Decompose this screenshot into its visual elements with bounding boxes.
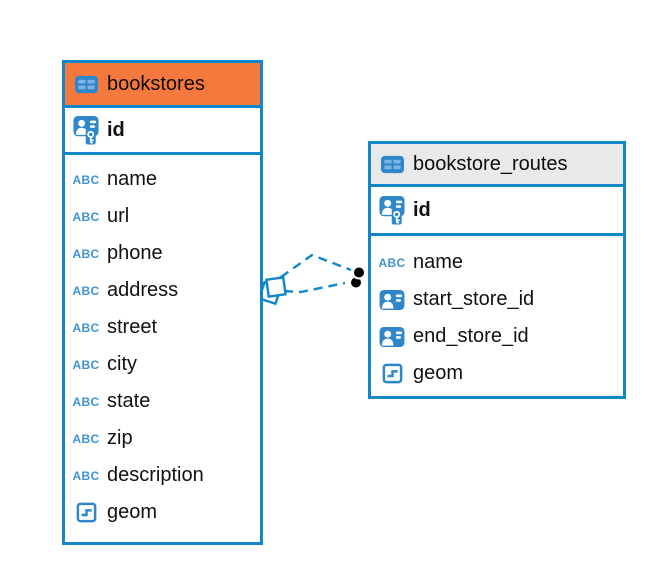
column-name: id [107, 118, 125, 141]
column-list: ABC name start_store_id end_store_id ge [371, 236, 623, 396]
text-type-icon: ABC [72, 394, 100, 409]
column-name: id [413, 198, 431, 221]
column-row-address[interactable]: ABC address [65, 272, 260, 309]
column-name: address [107, 279, 179, 301]
column-row-end-store-id[interactable]: end_store_id [371, 318, 623, 355]
column-name: geom [413, 362, 464, 384]
table-title: bookstore_routes [413, 152, 568, 175]
column-row-id[interactable]: id [65, 108, 260, 155]
text-type-icon: ABC [72, 246, 100, 261]
column-name: geom [107, 501, 158, 523]
relationship-line-lower[interactable] [283, 281, 346, 294]
column-row-geom[interactable]: geom [371, 355, 623, 392]
column-name: name [107, 168, 158, 190]
table-bookstore-routes-header[interactable]: bookstore_routes [371, 144, 623, 187]
text-type-icon: ABC [72, 172, 100, 187]
person-reference-icon [377, 326, 407, 348]
column-name: end_store_id [413, 325, 529, 347]
column-row-zip[interactable]: ABC zip [65, 420, 260, 457]
column-name: phone [107, 242, 163, 264]
column-name: zip [107, 427, 133, 449]
relationship-line-upper[interactable] [280, 253, 352, 278]
column-name: state [107, 390, 151, 412]
column-row-state[interactable]: ABC state [65, 383, 260, 420]
text-type-icon: ABC [72, 431, 100, 446]
table-title: bookstores [107, 72, 205, 95]
column-row-street[interactable]: ABC street [65, 309, 260, 346]
primary-key-icon [71, 115, 101, 145]
relationship-source-marker-front-square[interactable] [265, 276, 287, 298]
geometry-type-icon [71, 501, 101, 524]
column-name: description [107, 464, 204, 486]
column-row-start-store-id[interactable]: start_store_id [371, 281, 623, 318]
column-row-city[interactable]: ABC city [65, 346, 260, 383]
table-bookstores[interactable]: bookstores id ABC name ABC url ABC phone… [62, 60, 263, 545]
column-row-name[interactable]: ABC name [371, 244, 623, 281]
geometry-type-icon [377, 362, 407, 385]
column-list: ABC name ABC url ABC phone ABC address A… [65, 155, 260, 542]
table-bookstore-routes[interactable]: bookstore_routes id ABC name start_store… [368, 141, 626, 399]
column-row-phone[interactable]: ABC phone [65, 235, 260, 272]
text-type-icon: ABC [72, 320, 100, 335]
column-row-name[interactable]: ABC name [65, 161, 260, 198]
text-type-icon: ABC [378, 255, 406, 270]
table-icon [71, 73, 101, 96]
text-type-icon: ABC [72, 468, 100, 483]
column-row-description[interactable]: ABC description [65, 457, 260, 494]
person-reference-icon [377, 289, 407, 311]
table-bookstores-header[interactable]: bookstores [65, 63, 260, 108]
column-name: url [107, 205, 130, 227]
text-type-icon: ABC [72, 283, 100, 298]
primary-key-icon [377, 195, 407, 225]
column-row-geom[interactable]: geom [65, 494, 260, 531]
text-type-icon: ABC [72, 209, 100, 224]
column-name: name [413, 251, 464, 273]
column-row-id[interactable]: id [371, 187, 623, 236]
relationship-target-dot-upper[interactable] [352, 265, 366, 280]
column-row-url[interactable]: ABC url [65, 198, 260, 235]
column-name: start_store_id [413, 288, 535, 310]
text-type-icon: ABC [72, 357, 100, 372]
table-icon [377, 153, 407, 176]
column-name: street [107, 316, 158, 338]
column-name: city [107, 353, 137, 375]
